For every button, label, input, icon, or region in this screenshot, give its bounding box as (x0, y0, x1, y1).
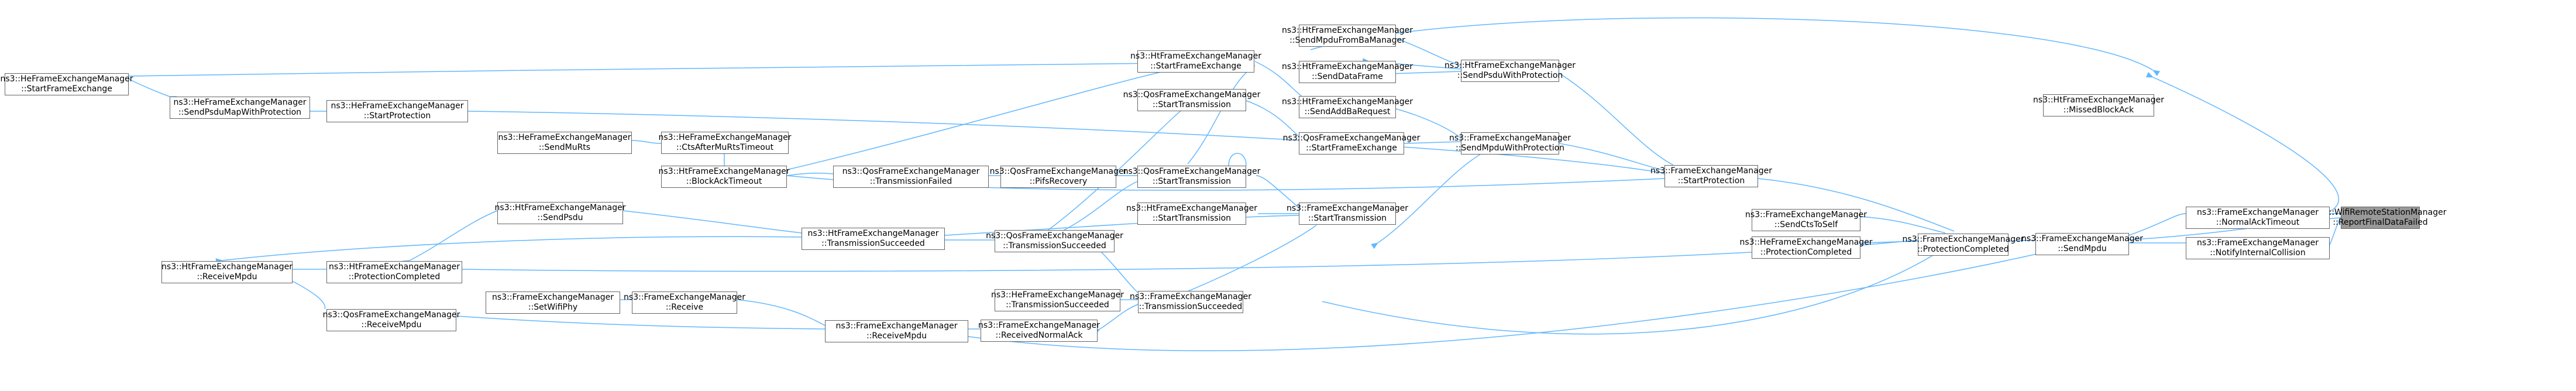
edge-n3-n0 (2324, 217, 2341, 252)
graph-node-received-normal-ack[interactable]: ns3::FrameExchangeManager::ReceivedNorma… (978, 320, 1100, 342)
graph-node-send-mpdu-with-protection[interactable]: ns3::FrameExchangeManager::SendMpduWithP… (1449, 132, 1571, 155)
edge-n35-n5 (462, 239, 1918, 272)
graph-node-send-add-ba-request[interactable]: ns3::HtFrameExchangeManager::SendAddBaRe… (1282, 96, 1413, 118)
graph-node-he-transmission-succeeded[interactable]: ns3::HeFrameExchangeManager::Transmissio… (991, 289, 1124, 311)
graph-node-he-start-frame-exchange[interactable]: ns3::HeFrameExchangeManager::StartFrameE… (0, 73, 133, 95)
graph-node-cts-after-mu-rts-timeout[interactable]: ns3::HeFrameExchangeManager::CtsAfterMuR… (658, 132, 792, 154)
edge-n6-n34 (467, 111, 1669, 177)
edge-n6-n5 (1751, 174, 1955, 232)
graph-node-send-data-frame[interactable]: ns3::HtFrameExchangeManager::SendDataFra… (1282, 61, 1413, 83)
edge-n33-n26 (616, 207, 802, 234)
graph-node-notify-internal-collision[interactable]: ns3::FrameExchangeManager::NotifyInterna… (2186, 237, 2330, 259)
graph-node-send-psdu-map-with-protection[interactable]: ns3::HeFrameExchangeManager::SendPsduMap… (170, 97, 310, 119)
graph-node-block-ack-timeout[interactable]: ns3::HtFrameExchangeManager::BlockAckTim… (659, 166, 789, 188)
edge-n22-n12 (1092, 304, 1139, 335)
edge-n1-n14 (1310, 17, 2160, 76)
graph-node-qos-receive-mpdu[interactable]: ns3::QosFrameExchangeManager::ReceiveMpd… (323, 309, 460, 331)
graph-node-qos-start-frame-exchange[interactable]: ns3::QosFrameExchangeManager::StartFrame… (1283, 132, 1420, 155)
graph-node-qos-start-transmission-b[interactable]: ns3::QosFrameExchangeManager::StartTrans… (1123, 166, 1260, 188)
edge-n18-n17 (1239, 95, 1299, 137)
edge-n19-n19 (1225, 153, 1247, 173)
graph-node-ht-start-frame-exchange[interactable]: ns3::HtFrameExchangeManager::StartFrameE… (1130, 50, 1261, 73)
edge-n5-n12 (1322, 239, 1955, 335)
graph-node-pifs-recovery[interactable]: ns3::QosFrameExchangeManager::PifsRecove… (990, 166, 1127, 188)
graph-node-ht-missed-block-ack[interactable]: ns3::HtFrameExchangeManager::MissedBlock… (2033, 94, 2164, 116)
edge-n9-n6 (1552, 67, 1674, 166)
graph-node-ht-transmission-succeeded[interactable]: ns3::HtFrameExchangeManager::Transmissio… (802, 228, 945, 250)
edge-n39-n14 (122, 63, 1162, 80)
graph-node-send-psdu-with-protection[interactable]: ns3::HtFrameExchangeManager::SendPsduWit… (1445, 60, 1576, 82)
edge-n5-n4 (2001, 238, 2036, 245)
graph-node-protection-completed[interactable]: ns3::FrameExchangeManager::ProtectionCom… (1903, 234, 2024, 256)
graph-node-ht-start-transmission[interactable]: ns3::HtFrameExchangeManager::StartTransm… (1126, 203, 1257, 225)
edge-n11-n10 (1371, 150, 1487, 249)
edge-n24-n18 (1042, 105, 1188, 235)
graph-node-he-protection-completed[interactable]: ns3::HeFrameExchangeManager::ProtectionC… (1739, 236, 1873, 259)
graph-node-send-mpdu[interactable]: ns3::FrameExchangeManager::SendMpdu (2021, 233, 2143, 255)
graph-node-report-final-data-failed: ns3::WifiRemoteStationManager::ReportFin… (2314, 207, 2446, 229)
edge-n11-n19 (1256, 175, 1306, 215)
edge-n7-n5 (1853, 213, 1946, 234)
graph-node-send-mu-rts[interactable]: ns3::HeFrameExchangeManager::SendMuRts (497, 132, 632, 154)
graph-node-ht-receive-mpdu[interactable]: ns3::HtFrameExchangeManager::ReceiveMpdu (161, 261, 293, 283)
graph-node-start-transmission[interactable]: ns3::FrameExchangeManager::StartTransmis… (1287, 203, 1408, 225)
edge-n10-n6 (1552, 139, 1662, 170)
edge-n13-n9 (1382, 31, 1461, 66)
graph-node-send-psdu[interactable]: ns3::HtFrameExchangeManager::SendPsdu (495, 202, 625, 224)
edge-n12-n11 (1163, 225, 1317, 304)
graph-node-send-mpdu-from-ba-manager[interactable]: ns3::HtFrameExchangeManager::SendMpduFro… (1282, 25, 1413, 47)
graph-node-qos-start-transmission-a[interactable]: ns3::QosFrameExchangeManager::StartTrans… (1123, 89, 1260, 111)
edge-n38-n26 (215, 236, 802, 265)
edge-n4-n2 (2121, 213, 2186, 241)
graph-node-receive-mpdu[interactable]: ns3::FrameExchangeManager::ReceiveMpdu (825, 320, 968, 342)
edge-n32-n30 (625, 137, 662, 144)
edge-n36-n27 (449, 313, 826, 330)
edge-n16-n10 (1381, 102, 1461, 139)
graph-node-start-protection[interactable]: ns3::FrameExchangeManager::StartProtecti… (1650, 165, 1772, 187)
graph-node-he-start-protection[interactable]: ns3::HeFrameExchangeManager::StartProtec… (326, 100, 468, 122)
edge-n17-n10 (1397, 140, 1461, 147)
graph-node-qos-transmission-failed[interactable]: ns3::QosFrameExchangeManager::Transmissi… (833, 166, 989, 188)
edge-n28-n27 (730, 296, 826, 326)
edge-n35-n33 (402, 210, 498, 266)
edge-n19-n14 (1187, 65, 1256, 164)
graph-node-ht-protection-completed[interactable]: ns3::HtFrameExchangeManager::ProtectionC… (326, 261, 462, 283)
edge-n8-n5 (1853, 240, 1918, 246)
graph-node-receive[interactable]: ns3::FrameExchangeManager::Receive (624, 291, 745, 314)
edge-n37-n39 (128, 78, 177, 102)
graph-node-transmission-succeeded[interactable]: ns3::FrameExchangeManager::TransmissionS… (1130, 291, 1251, 313)
graph-node-send-cts-to-self[interactable]: ns3::FrameExchangeManager::SendCtsToSelf (1745, 209, 1867, 231)
edge-n1-n0 (2145, 71, 2340, 212)
edge-n31-n14 (780, 67, 1182, 174)
graph-node-qos-transmission-succeeded[interactable]: ns3::QosFrameExchangeManager::Transmissi… (986, 230, 1123, 252)
edge-n31-n25 (780, 173, 834, 180)
edge-n27-n4 (968, 248, 2060, 351)
graph-node-set-wifi-phy[interactable]: ns3::FrameExchangeManager::SetWifiPhy (486, 291, 620, 314)
graph-node-normal-ack-timeout[interactable]: ns3::FrameExchangeManager::NormalAckTime… (2186, 207, 2330, 229)
